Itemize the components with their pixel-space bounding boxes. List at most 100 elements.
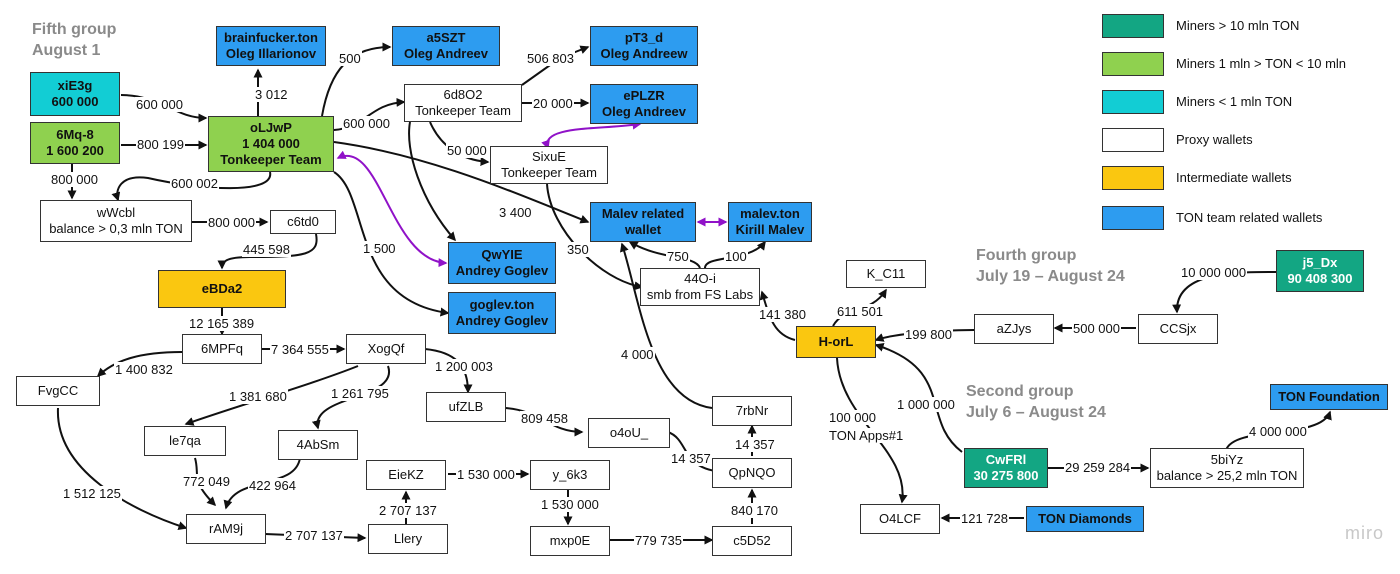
wallet-owner: Oleg Andreev: [403, 46, 489, 61]
edge-label: 800 000: [50, 172, 99, 187]
group-heading-second: Second group July 6 – August 24: [966, 381, 1106, 423]
edge-label: 1 530 000: [540, 497, 600, 512]
wallet-node-llery[interactable]: Llery: [368, 524, 448, 554]
wallet-id: c5D52: [733, 533, 771, 548]
edge-line: [96, 351, 183, 378]
wallet-id: FvgCC: [37, 383, 79, 398]
wallet-node-qpnqo[interactable]: QpNQO: [712, 458, 792, 488]
edge-label: 14 357: [670, 451, 712, 466]
edge-label: 1 000 000: [896, 397, 956, 412]
edge-label: 1 381 680: [228, 389, 288, 404]
edge-label: 1 530 000: [456, 467, 516, 482]
wallet-id: K_C11: [866, 266, 906, 281]
legend-label: TON team related wallets: [1176, 210, 1323, 225]
wallet-node-kc11[interactable]: K_C11: [846, 260, 926, 288]
wallet-node-ton-foundation[interactable]: TON Foundation: [1270, 384, 1388, 410]
wallet-node-eiekz[interactable]: EieKZ: [366, 460, 446, 490]
wallet-owner: Tonkeeper Team: [501, 165, 597, 180]
wallet-node-4absm[interactable]: 4AbSm: [278, 430, 358, 460]
wallet-id: CwFRl: [985, 452, 1027, 467]
wallet-id: O4LCF: [879, 511, 921, 526]
wallet-id: eBDa2: [201, 281, 243, 296]
wallet-node-o4ou[interactable]: o4oU_: [588, 418, 670, 448]
wallet-owner: Andrey Goglev: [455, 263, 549, 278]
wallet-node-ram9j[interactable]: rAM9j: [186, 514, 266, 544]
wallet-id: QwYIE: [481, 247, 523, 262]
wallet-node-horl[interactable]: H-orL: [796, 326, 876, 358]
wallet-id: Llery: [393, 531, 423, 546]
edge-label: 600 000: [342, 116, 391, 131]
wallet-id: a5SZT: [426, 30, 466, 45]
wallet-id: 6MPFq: [201, 341, 243, 356]
wallet-balance: 30 275 800: [973, 468, 1039, 483]
wallet-balance: 90 408 300: [1287, 271, 1353, 286]
wallet-owner: smb from FS Labs: [646, 287, 754, 302]
wallet-node-7rbnr[interactable]: 7rbNr: [712, 396, 792, 426]
wallet-node-ebda2[interactable]: eBDa2: [158, 270, 286, 308]
wallet-id: wWcbl: [96, 205, 136, 220]
wallet-owner: wallet: [624, 222, 662, 237]
wallet-node-le7qa[interactable]: le7qa: [144, 426, 226, 456]
wallet-id: y_6k3: [552, 467, 588, 482]
wallet-id: xiE3g: [57, 78, 93, 93]
wallet-node-6mpfq[interactable]: 6MPFq: [182, 334, 262, 364]
wallet-node-c6td0[interactable]: c6td0: [270, 210, 336, 234]
wallet-node-y6k3[interactable]: y_6k3: [530, 460, 610, 490]
link-line: [336, 150, 448, 268]
wallet-id: H-orL: [818, 334, 854, 349]
wallet-node-xogqf[interactable]: XogQf: [346, 334, 426, 364]
edge-line: [620, 242, 713, 409]
wallet-id: Malev related: [601, 206, 685, 221]
legend-label: Miners > 10 mln TON: [1176, 18, 1300, 33]
wallet-node-c5d52[interactable]: c5D52: [712, 526, 792, 556]
edge-label: 750: [666, 249, 690, 264]
wallet-node-fvgcc[interactable]: FvgCC: [16, 376, 100, 406]
edge-label: 141 380: [758, 307, 807, 322]
wallet-id: ufZLB: [448, 399, 484, 414]
legend-swatch: [1102, 14, 1164, 38]
wallet-id: QpNQO: [728, 465, 776, 480]
wallet-id: malev.ton: [740, 206, 800, 221]
wallet-owner: Andrey Goglev: [455, 313, 549, 328]
wallet-node-ton-diamonds[interactable]: TON Diamonds: [1026, 506, 1144, 532]
edge-label: 600 002: [170, 176, 219, 191]
edge-line: [408, 121, 456, 242]
wallet-node-azjys[interactable]: aZJys: [974, 314, 1054, 344]
wallet-id: XogQf: [367, 341, 405, 356]
group-dates: July 6 – August 24: [966, 404, 1106, 421]
wallet-balance: 600 000: [51, 94, 99, 109]
group-dates: August 1: [32, 42, 101, 59]
wallet-id: j5_Dx: [1302, 255, 1338, 270]
wallet-node-mxp0e[interactable]: mxp0E: [530, 526, 610, 556]
edge-label: 1 200 003: [434, 359, 494, 374]
wallet-node-ccsjx[interactable]: CCSjx: [1138, 314, 1218, 344]
edge-label: 1 400 832: [114, 362, 174, 377]
wallet-node-o4lcf[interactable]: O4LCF: [860, 504, 940, 534]
wallet-id: aZJys: [996, 321, 1032, 336]
wallet-node-ufzlb[interactable]: ufZLB: [426, 392, 506, 422]
edge-label: 20 000: [532, 96, 574, 111]
wallet-id: CCSjx: [1159, 321, 1197, 336]
wallet-id: SixuE: [532, 149, 566, 164]
legend-label: Miners 1 mln > TON < 10 mln: [1176, 56, 1347, 71]
link-line: [541, 120, 642, 150]
edge-label: TON Apps#1: [828, 428, 905, 443]
